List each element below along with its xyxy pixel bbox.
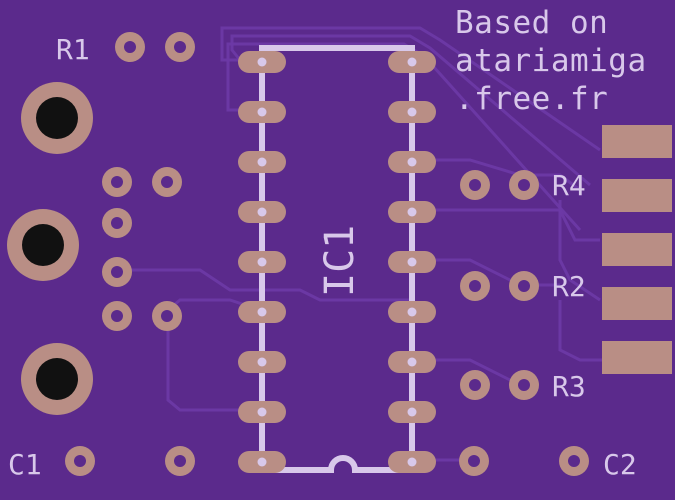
ic-pin-right-drill-4: [407, 207, 417, 217]
edge-finger-4: [602, 287, 672, 320]
edge-finger-1: [602, 125, 672, 158]
trace-2: [230, 34, 591, 187]
pad-r3-b-drill: [518, 379, 530, 391]
ic-pin-right-drill-8: [407, 407, 417, 417]
label-r4: R4: [552, 169, 586, 202]
ic-pin-right-drill-5: [407, 257, 417, 267]
label-c2: C2: [603, 448, 637, 481]
trace-15: [558, 200, 601, 302]
ic-outline: [259, 45, 415, 473]
ic-pin-left-drill-6: [257, 307, 267, 317]
edge-finger-5: [602, 341, 672, 374]
trace-9: [166, 318, 260, 412]
label-r3: R3: [552, 370, 586, 403]
ic-pin-left-drill-2: [257, 107, 267, 117]
ic-pin-right-drill-7: [407, 357, 417, 367]
ic-pin-right-drill-3: [407, 157, 417, 167]
pad-r4-a-drill: [469, 179, 481, 191]
ic-pin-left-drill-5: [257, 257, 267, 267]
edge-finger-2: [602, 179, 672, 212]
credit-line-2: atariamiga: [455, 43, 647, 79]
pad-c2-a-drill: [468, 455, 480, 467]
ic-pin-left-drill-9: [257, 457, 267, 467]
pad-f-drill: [161, 310, 173, 322]
pad-r1-b-drill: [174, 41, 186, 53]
ic-label: IC1: [317, 224, 363, 297]
pad-c1-b-drill: [174, 455, 186, 467]
ic-pin-right-drill-6: [407, 307, 417, 317]
ic-pin-right-drill-9: [407, 457, 417, 467]
pad-b-drill: [161, 176, 173, 188]
trace-7: [410, 258, 560, 287]
ic-pin-left-drill-8: [257, 407, 267, 417]
credit-line-3: .free.fr: [455, 81, 609, 117]
label-r2: R2: [552, 270, 586, 303]
pad-r2-a-drill: [469, 280, 481, 292]
ic-pin-right-drill-2: [407, 107, 417, 117]
pad-r4-b-drill: [518, 179, 530, 191]
ic-pin-left-drill-7: [257, 357, 267, 367]
pad-a-drill: [111, 176, 123, 188]
pad-c2-b-drill: [568, 455, 580, 467]
jack-hole-top-drill: [36, 97, 78, 139]
pad-r3-a-drill: [469, 379, 481, 391]
jack-hole-middle-drill: [22, 224, 64, 266]
edge-finger-3: [602, 233, 672, 266]
ic-pin-left-drill-3: [257, 157, 267, 167]
ic-pin-left-drill-4: [257, 207, 267, 217]
pad-c1-a-drill: [74, 455, 86, 467]
pad-r2-b-drill: [518, 280, 530, 292]
label-c1: C1: [8, 448, 42, 481]
trace-5: [410, 208, 600, 242]
pad-e-drill: [111, 310, 123, 322]
trace-3: [226, 42, 582, 232]
credit-line-1: Based on: [455, 5, 609, 41]
jack-hole-bottom-drill: [36, 358, 78, 400]
ic-pin-right-drill-1: [407, 57, 417, 67]
ic-pin-left-drill-1: [257, 57, 267, 67]
pad-r1-a-drill: [124, 41, 136, 53]
pad-d-drill: [111, 266, 123, 278]
trace-1: [220, 26, 601, 152]
label-r1: R1: [56, 33, 90, 66]
pad-c-drill: [111, 217, 123, 229]
